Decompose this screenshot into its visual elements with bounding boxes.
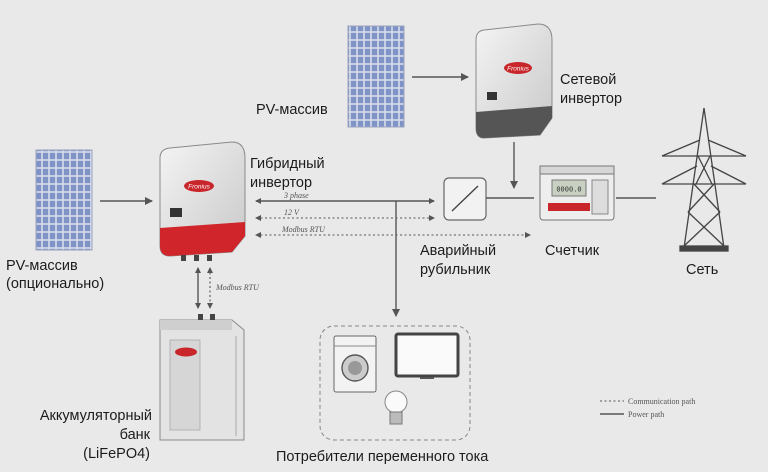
meter-display-value: 0000.0 [556, 186, 581, 194]
pv-panel-top [347, 25, 405, 128]
label-modbus-rtu-vertical: Modbus RTU [215, 283, 260, 292]
label-grid-inverter-line2: инвертор [560, 91, 622, 107]
hybrid-inverter-brand: Fronius [188, 184, 210, 191]
label-meter: Счетчик [545, 243, 600, 259]
hybrid-inverter-device: Fronius [159, 141, 246, 261]
label-grid: Сеть [686, 262, 718, 278]
label-modbus-rtu-horizontal: Modbus RTU [281, 225, 326, 234]
label-pv-array-optional-line1: PV-массив [6, 258, 78, 274]
meter-device: 0000.0 [539, 165, 615, 221]
label-battery-line2: банк [120, 427, 151, 443]
washing-machine-icon [333, 335, 377, 393]
label-three-phase: 3 phase [283, 191, 309, 200]
label-hybrid-inverter-line1: Гибридный [250, 156, 325, 172]
label-ac-consumers: Потребители переменного тока [276, 449, 489, 465]
grid-inverter-brand: Fronius [507, 66, 529, 73]
label-emergency-switch-line2: рубильник [420, 262, 491, 278]
legend: Communication path Power path [600, 397, 695, 419]
battery-bank-device [159, 314, 245, 441]
label-emergency-switch-line1: Аварийный [420, 243, 496, 259]
label-hybrid-inverter-line2: инвертор [250, 175, 312, 191]
emergency-switch-device [443, 177, 487, 221]
grid-inverter-logo [504, 62, 532, 74]
label-twelve-v: 12 V [284, 208, 300, 217]
grid-inverter-device: Fronius [475, 23, 553, 139]
grid-inverter-display [487, 92, 497, 100]
legend-communication-path: Communication path [628, 397, 695, 406]
battery-logo [175, 347, 197, 357]
label-pv-array-optional-line2: (опционально) [6, 276, 104, 292]
label-pv-array-top: PV-массив [256, 102, 328, 118]
hybrid-inverter-display [170, 208, 182, 217]
legend-power-path: Power path [628, 410, 664, 419]
light-bulb-icon [384, 390, 408, 425]
meter-screen [551, 179, 587, 197]
tv-icon [394, 332, 460, 379]
meter-logo [548, 203, 590, 211]
hybrid-inverter-logo [184, 180, 214, 192]
label-grid-inverter-line1: Сетевой [560, 72, 616, 88]
pv-panel-left [35, 149, 93, 251]
label-battery-line1: Аккумуляторный [40, 408, 152, 424]
power-tower [661, 107, 747, 252]
label-battery-line3: (LiFePO4) [83, 446, 150, 462]
